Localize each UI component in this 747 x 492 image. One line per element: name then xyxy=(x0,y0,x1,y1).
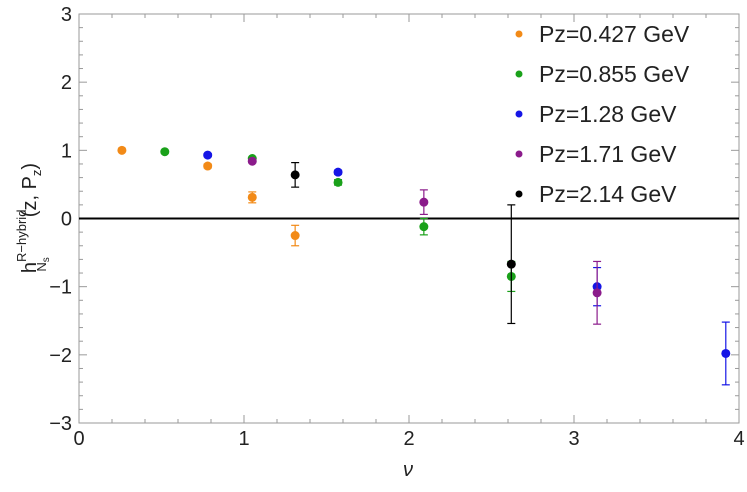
data-point xyxy=(160,147,170,157)
axis-titles: ν hR−hybridNs (z, Pz) xyxy=(14,163,413,481)
series-group xyxy=(160,147,516,293)
x-tick-label: 1 xyxy=(238,428,249,450)
series-group xyxy=(290,162,516,325)
data-point xyxy=(506,259,516,269)
legend-label: Pz=1.71 GeV xyxy=(539,141,677,167)
data-point xyxy=(333,167,343,177)
y-tick-label: −3 xyxy=(49,413,72,435)
y-tick-label: 1 xyxy=(61,140,72,162)
x-tick-label: 4 xyxy=(733,428,744,450)
legend-label: Pz=1.28 GeV xyxy=(539,101,677,127)
x-tick-label: 3 xyxy=(568,428,579,450)
legend-label: Pz=2.14 GeV xyxy=(539,181,677,207)
series-group xyxy=(203,150,731,386)
legend-label: Pz=0.427 GeV xyxy=(539,21,690,47)
series-group xyxy=(117,145,300,247)
y-axis-title-part: ) xyxy=(19,163,41,170)
data-point xyxy=(290,170,300,180)
data-point xyxy=(592,288,602,298)
legend-marker xyxy=(515,190,523,198)
y-axis-title-part: (z, P xyxy=(19,176,41,217)
x-tick-label: 0 xyxy=(73,428,84,450)
series-group xyxy=(247,156,602,325)
legend-marker xyxy=(515,150,523,158)
data-point xyxy=(203,161,213,171)
y-tick-label: −1 xyxy=(49,277,72,299)
data-point xyxy=(117,145,127,155)
y-axis-title-part: R−hybrid xyxy=(14,210,29,262)
x-axis-title: ν xyxy=(403,459,413,481)
y-axis-title-part: s xyxy=(41,257,52,262)
data-point xyxy=(203,150,213,160)
data-point xyxy=(290,231,300,241)
y-axis-title-part: N xyxy=(34,262,49,271)
y-axis-title-part: z xyxy=(29,170,44,177)
y-axis-title: hR−hybridNs (z, Pz) xyxy=(14,163,52,273)
legend-marker xyxy=(515,30,523,38)
data-points xyxy=(117,145,731,386)
data-point xyxy=(419,197,429,207)
y-tick-label: 0 xyxy=(61,209,72,231)
legend-marker xyxy=(515,70,523,78)
axis-ticks: 0 1 2 3 4 −3 −2 −1 0 1 2 3 xyxy=(49,4,744,450)
data-point xyxy=(419,222,429,232)
legend-marker xyxy=(515,110,523,118)
legend: Pz=0.427 GeV Pz=0.855 GeV Pz=1.28 GeV Pz=1.… xyxy=(515,21,690,207)
y-axis-title-part: h xyxy=(19,262,41,273)
data-point xyxy=(333,177,343,187)
x-tick-label: 2 xyxy=(403,428,414,450)
y-tick-label: 3 xyxy=(61,4,72,26)
data-point xyxy=(721,348,731,358)
legend-label: Pz=0.855 GeV xyxy=(539,61,690,87)
y-tick-label: 2 xyxy=(61,72,72,94)
data-point xyxy=(247,192,257,202)
y-tick-label: −2 xyxy=(49,345,72,367)
data-point xyxy=(247,156,257,166)
